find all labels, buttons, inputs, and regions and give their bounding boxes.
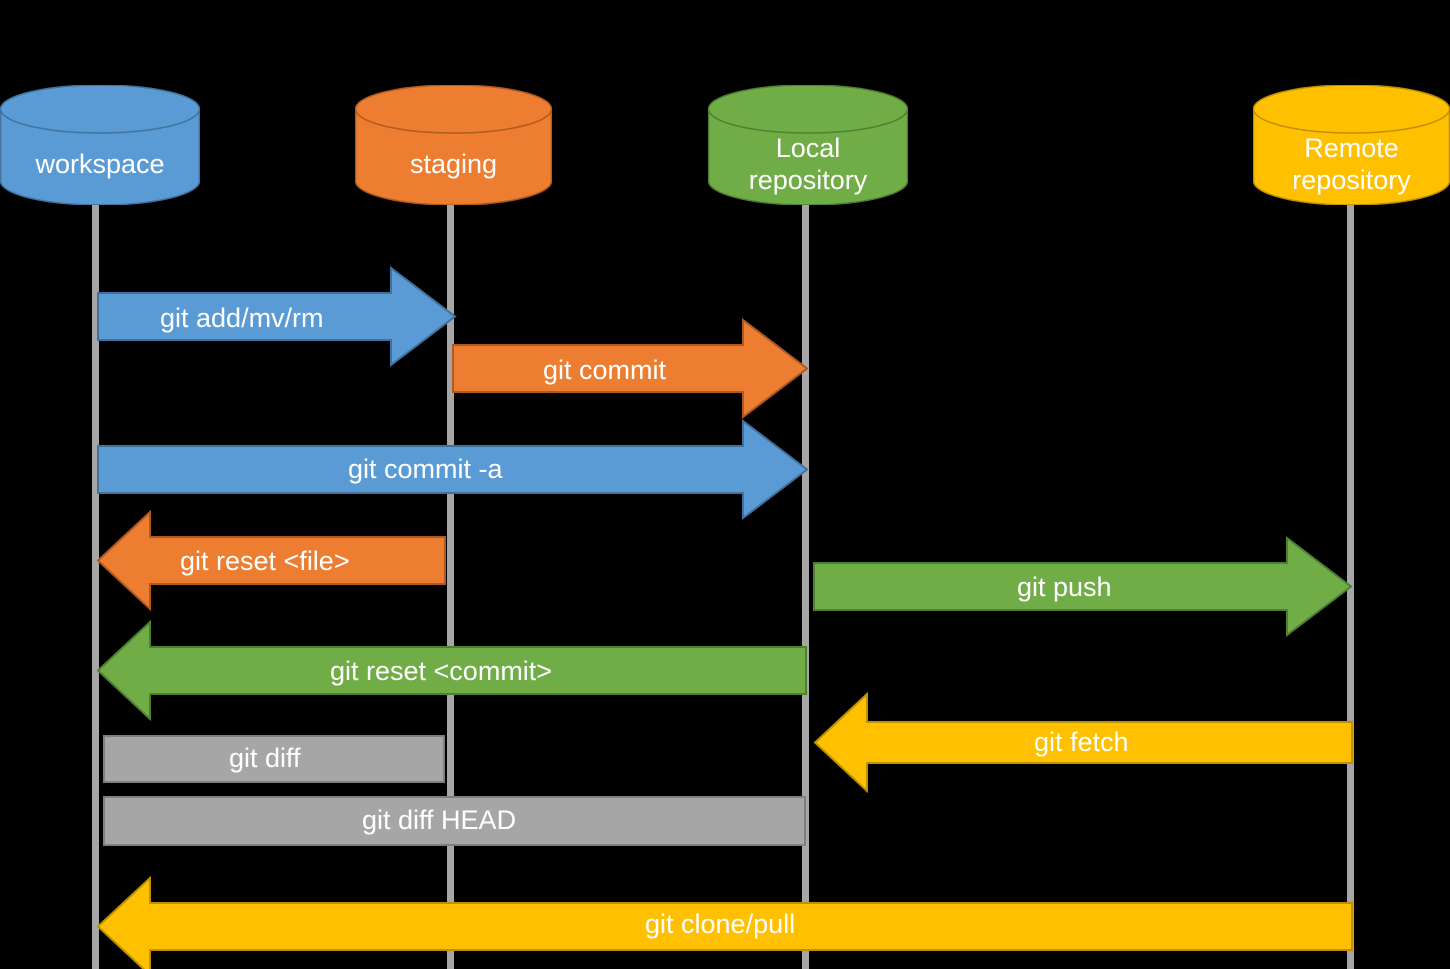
bar-git-diff[interactable]	[103, 735, 445, 783]
arrow-git-reset-file[interactable]	[96, 509, 446, 612]
node-staging[interactable]: staging	[355, 85, 552, 205]
arrow-git-commit[interactable]	[452, 317, 809, 420]
arrow-git-add[interactable]	[97, 265, 457, 368]
lifeline-remote-repository	[1347, 199, 1354, 969]
arrow-git-push[interactable]	[813, 535, 1353, 638]
arrow-git-commit-a[interactable]	[97, 418, 809, 521]
lifeline-workspace	[92, 199, 99, 969]
lifeline-local-repository	[802, 199, 809, 969]
bar-git-diff-head[interactable]	[103, 796, 806, 846]
arrow-git-reset-commit[interactable]	[96, 619, 807, 722]
lifeline-staging	[447, 199, 454, 969]
arrow-git-clone-pull[interactable]	[96, 875, 1353, 969]
arrow-git-fetch[interactable]	[813, 691, 1353, 794]
node-workspace[interactable]: workspace	[0, 85, 200, 205]
